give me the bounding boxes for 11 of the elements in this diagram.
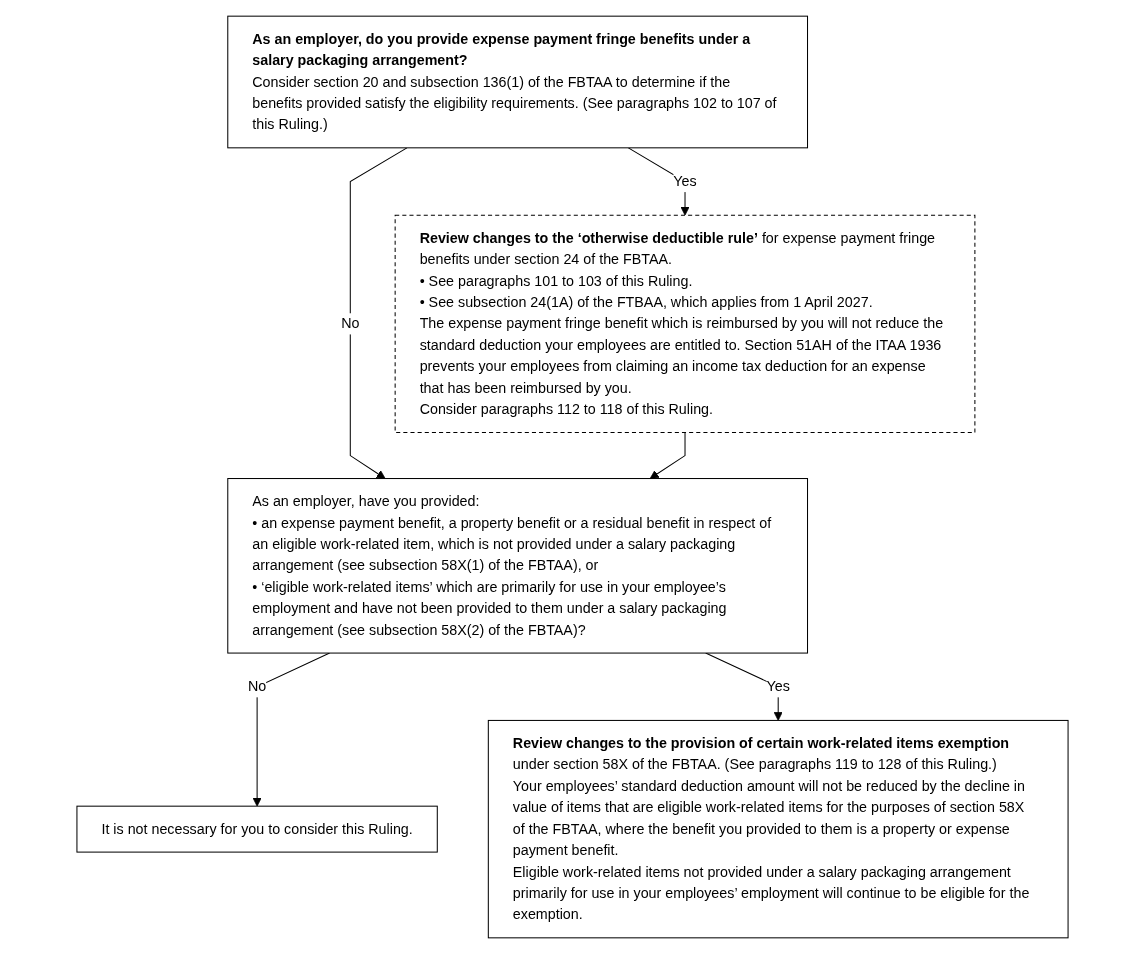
node-box: It is not necessary for you to consider this Ruling. [76,805,438,853]
node-box: Review changes to the provision of certain work-related items exemption under section 58X of the FBTAA. (See paragraphs 119 to 128 of this Ruling.) Your employees’ standard deduction amount will not be reduced by the decline in value of items that are eligible work-related items for the purposes of section 58X of the FBTAA, where the benefit you provided to them is a property or expense payment benefit. Eligible work-related items not provided under a salary packaging arrangement primarily for use in your employees’ employment will continue to be eligible for the exemption. [487,719,1069,939]
node-box: As an employer, do you provide expense payment fringe benefits under a salary packaging arrangement? Consider section 20 and subsection 136(1) of the FBTAA to determine if the benefits provided satisfy the eligibility requirements. (See paragraphs 102 to 107 of this Ruling.) [227,15,809,149]
node-box: Review changes to the ‘otherwise deductible rule’ for expense payment fringe benefits under section 24 of the FBTAA. • See paragraphs 101 to 103 of this Ruling. • See subsection 24(1A) of the FTBAA, which applies from 1 April 2027. The expense payment fringe benefit which is reimbursed by you will not reduce the standard deduction your employees are entitled to. Section 51AH of the ITAA 1936 prevents your employees from claiming an income tax deduction for an expense that has been reimbursed by you. Consider paragraphs 112 to 118 of this Ruling. [394,214,976,434]
arrow [349,147,408,479]
edge-label: Yes [766,678,790,695]
arrow [649,432,686,479]
edge-label: Yes [673,172,697,190]
edge-label: No [247,678,267,695]
node-box: As an employer, have you provided: • an expense payment benefit, a property benefit or a residual benefit in respect of an eligible work-related item, which is not provided under a salary packaging arrangement (see subsection 58X(1) of the FBTAA), or • ‘eligible work-related items’ which are primarily for use in your employee’s employment and have not been provided to them under a salary packaging arrangement (see subsection 58X(2) of the FBTAA)? [227,478,809,654]
edge-label: No [341,315,360,332]
